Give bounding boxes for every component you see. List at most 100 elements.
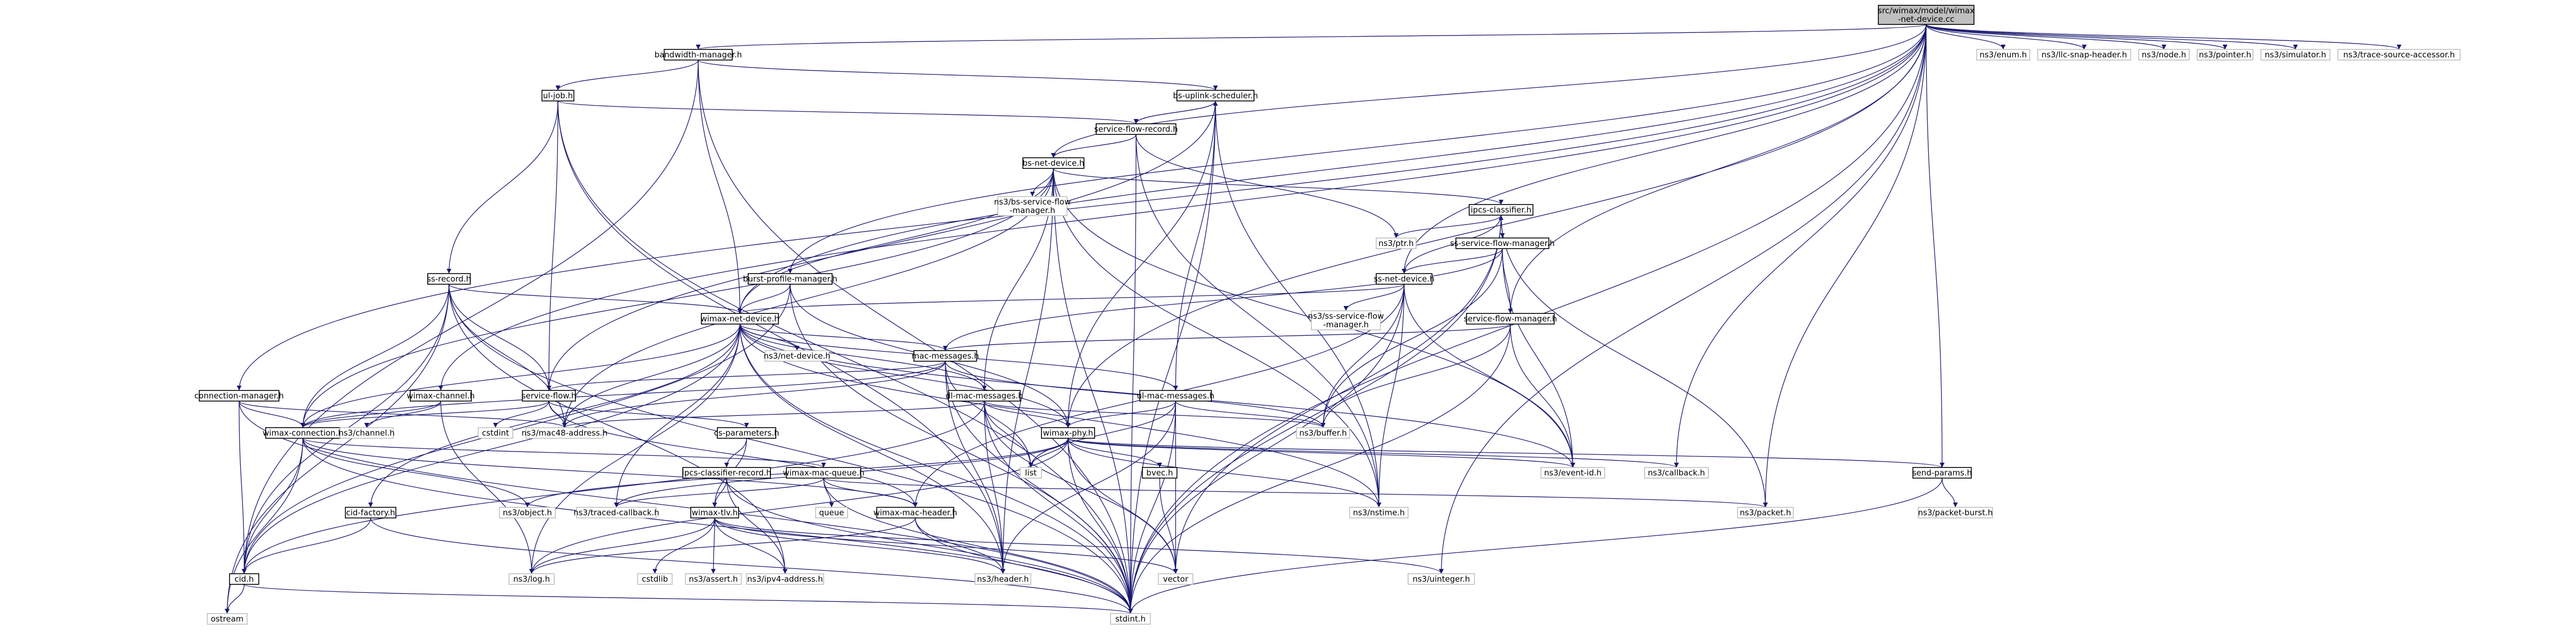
node-cid-factory[interactable]: cid-factory.h xyxy=(345,507,396,518)
edge-ss-record-to-mac48-address xyxy=(448,284,567,428)
node-ptr[interactable]: ns3/ptr.h xyxy=(1376,237,1417,249)
node-bs-net-device[interactable]: bs-net-device.h xyxy=(1022,157,1084,169)
edge-service-flow-to-cstdint xyxy=(493,401,549,428)
node-wimax-phy[interactable]: wimax-phy.h xyxy=(1041,427,1095,439)
node-wimax-tlv[interactable]: wimax-tlv.h xyxy=(690,507,739,518)
node-node[interactable]: ns3/node.h xyxy=(2138,49,2190,61)
node-assert[interactable]: ns3/assert.h xyxy=(685,573,742,585)
node-bvec[interactable]: bvec.h xyxy=(1142,467,1177,479)
node-net-device[interactable]: ns3/net-device.h xyxy=(764,350,831,362)
node-ss-service-flow-manager-ext[interactable]: ns3/ss-service-flow-manager.h xyxy=(1308,310,1384,330)
edge-cid-to-ostream xyxy=(224,584,245,614)
node-mac-messages[interactable]: mac-messages.h xyxy=(912,350,979,362)
node-wimax-net-device[interactable]: wimax-net-device.h xyxy=(700,313,779,325)
edge-root-to-service-flow-manager xyxy=(1507,24,1927,314)
node-ipcs-classifier[interactable]: ipcs-classifier.h xyxy=(1469,204,1533,216)
node-ss-net-device[interactable]: ss-net-device.h xyxy=(1374,273,1435,285)
edge-ss-service-flow-manager-to-service-flow-manager xyxy=(1502,248,1513,314)
node-mac48-address[interactable]: ns3/mac48-address.h xyxy=(522,427,608,439)
edge-wimax-phy-to-event-id xyxy=(1067,438,1575,468)
edge-mac-messages-to-wimax-connection xyxy=(300,361,946,428)
node-service-flow-manager[interactable]: service-flow-manager.h xyxy=(1464,313,1557,325)
node-log[interactable]: ns3/log.h xyxy=(509,573,555,585)
node-traced-callback[interactable]: ns3/traced-callback.h xyxy=(573,507,659,518)
node-cstdint[interactable]: cstdint xyxy=(478,427,513,439)
node-ptr-label: ns3/ptr.h xyxy=(1378,239,1413,248)
node-pointer[interactable]: ns3/pointer.h xyxy=(2197,49,2253,61)
node-dl-mac-messages[interactable]: dl-mac-messages.h xyxy=(945,390,1023,402)
node-burst-profile-manager[interactable]: burst-profile-manager.h xyxy=(743,273,837,285)
edge-wimax-mac-header-to-stdint xyxy=(914,517,1133,614)
node-ul-job[interactable]: ul-job.h xyxy=(541,90,574,101)
node-object[interactable]: ns3/object.h xyxy=(499,507,556,518)
node-ostream[interactable]: ostream xyxy=(207,613,248,625)
edge-root-to-wimax-net-device xyxy=(738,24,1927,314)
node-wimax-mac-queue[interactable]: wimax-mac-queue.h xyxy=(783,467,865,479)
node-event-id[interactable]: ns3/event-id.h xyxy=(1540,467,1605,479)
node-stdint[interactable]: stdint.h xyxy=(1110,613,1151,625)
node-llc-snap-header[interactable]: ns3/llc-snap-header.h xyxy=(2037,49,2131,61)
node-wimax-connection[interactable]: wimax-connection.h xyxy=(262,427,343,439)
edge-root-to-packet xyxy=(1762,24,1927,508)
node-vector[interactable]: vector xyxy=(1158,573,1193,585)
node-ss-record[interactable]: ss-record.h xyxy=(427,273,471,285)
node-wimax-mac-header[interactable]: wimax-mac-header.h xyxy=(874,507,957,518)
node-list[interactable]: list xyxy=(1020,467,1042,479)
node-node-label: ns3/node.h xyxy=(2142,50,2187,59)
node-bs-uplink-scheduler[interactable]: bs-uplink-scheduler.h xyxy=(1173,90,1258,101)
node-root[interactable]: src/wimax/model/wimax-net-device.cc xyxy=(1878,5,1975,25)
edge-root-to-burst-profile-manager xyxy=(787,24,1927,274)
edge-ss-net-device-to-ipcs-classifier xyxy=(1403,215,1504,274)
node-buffer[interactable]: ns3/buffer.h xyxy=(1296,427,1350,439)
edge-bandwidth-manager-to-wimax-net-device xyxy=(698,59,743,314)
node-wimax-channel-box xyxy=(410,390,472,402)
node-send-params[interactable]: send-params.h xyxy=(1912,467,1972,479)
node-cstdint-box xyxy=(478,427,513,439)
node-cid[interactable]: cid.h xyxy=(229,573,259,585)
node-mac-messages-box xyxy=(913,350,977,362)
node-bs-service-flow-manager[interactable]: ns3/bs-service-flow-manager.h xyxy=(994,196,1071,216)
edge-wimax-connection-to-wimax-mac-queue xyxy=(302,438,826,468)
node-packet-burst[interactable]: ns3/packet-burst.h xyxy=(1918,507,1993,518)
node-channel[interactable]: ns3/channel.h xyxy=(338,427,395,439)
node-dl-mac-messages-label: dl-mac-messages.h xyxy=(945,391,1023,401)
node-queue[interactable]: queue xyxy=(815,507,848,518)
edge-wimax-tlv-to-vector xyxy=(714,517,1178,574)
edge-bs-uplink-scheduler-to-stdint xyxy=(1128,100,1216,614)
node-trace-source-accessor-label: ns3/trace-source-accessor.h xyxy=(2343,50,2455,59)
node-cs-parameters[interactable]: cs-parameters.h xyxy=(714,427,779,439)
node-nstime[interactable]: ns3/nstime.h xyxy=(1349,507,1409,518)
node-ipv4-address[interactable]: ns3/ipv4-address.h xyxy=(746,573,824,585)
node-connection-manager[interactable]: connection-manager.h xyxy=(194,390,284,402)
node-bandwidth-manager[interactable]: bandwidth-manager.h xyxy=(655,49,742,61)
node-packet-label: ns3/packet.h xyxy=(1740,508,1791,517)
edge-root-to-node xyxy=(1926,24,2166,50)
node-ul-mac-messages[interactable]: ul-mac-messages.h xyxy=(1137,390,1215,402)
edge-mac-messages-to-buffer xyxy=(945,361,1326,428)
node-service-flow-record[interactable]: service-flow-record.h xyxy=(1094,123,1178,135)
node-queue-box xyxy=(815,507,848,518)
node-wimax-channel[interactable]: wimax-channel.h xyxy=(406,390,475,402)
node-trace-source-accessor[interactable]: ns3/trace-source-accessor.h xyxy=(2337,49,2461,61)
node-buffer-box xyxy=(1296,427,1350,439)
node-callback[interactable]: ns3/callback.h xyxy=(1644,467,1709,479)
node-log-box xyxy=(509,573,555,585)
node-packet[interactable]: ns3/packet.h xyxy=(1737,507,1794,518)
node-bs-uplink-scheduler-label: bs-uplink-scheduler.h xyxy=(1173,91,1258,100)
node-cstdlib[interactable]: cstdlib xyxy=(637,573,673,585)
node-enum[interactable]: ns3/enum.h xyxy=(1976,49,2030,61)
node-simulator[interactable]: ns3/simulator.h xyxy=(2260,49,2331,61)
edge-wimax-phy-to-log xyxy=(529,438,1069,574)
node-ul-job-label: ul-job.h xyxy=(543,91,573,100)
node-service-flow[interactable]: service-flow.h xyxy=(522,390,577,402)
node-header-label: ns3/header.h xyxy=(977,574,1029,584)
node-uinteger[interactable]: ns3/uinteger.h xyxy=(1408,573,1475,585)
node-header[interactable]: ns3/header.h xyxy=(975,573,1031,585)
node-bvec-label: bvec.h xyxy=(1146,468,1173,478)
node-traced-callback-box xyxy=(576,507,657,518)
node-ipcs-classifier-record[interactable]: ipcs-classifier-record.h xyxy=(682,467,772,479)
node-ss-service-flow-manager[interactable]: ss-service-flow-manager.h xyxy=(1450,237,1555,249)
node-ss-service-flow-manager-label: ss-service-flow-manager.h xyxy=(1450,239,1555,248)
edge-service-flow-record-to-stdint xyxy=(1128,134,1137,614)
edge-root-to-trace-source-accessor xyxy=(1926,24,2402,50)
